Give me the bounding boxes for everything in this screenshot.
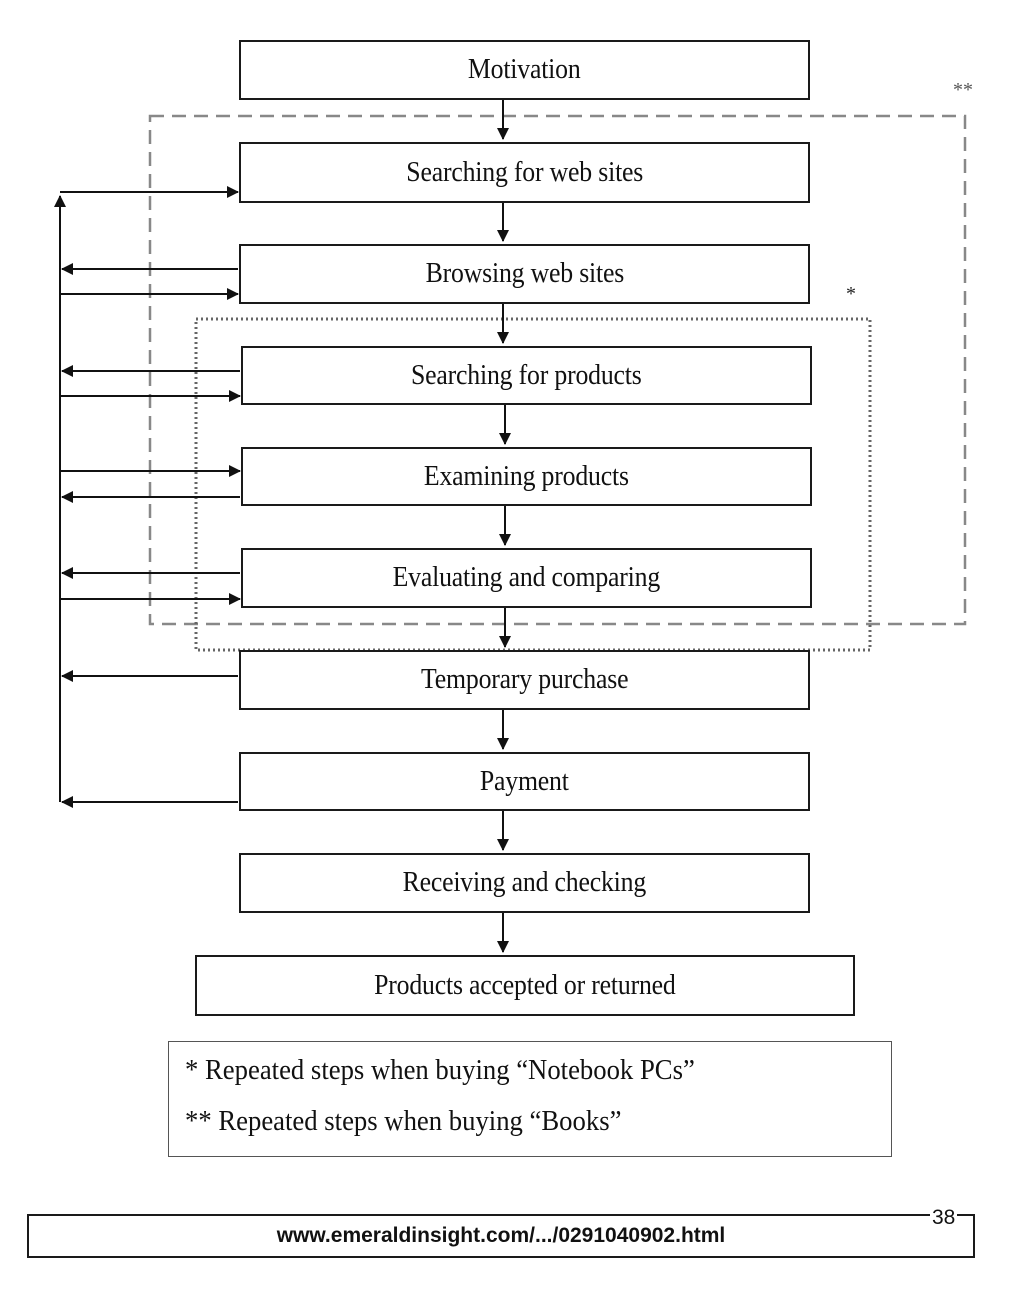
step-temporary-purchase: Temporary purchase bbox=[239, 650, 810, 710]
step-searching-products: Searching for products bbox=[241, 346, 812, 405]
page-number: 38 bbox=[930, 1206, 958, 1230]
step-searching-web-sites: Searching for web sites bbox=[239, 142, 810, 203]
step-receiving-checking: Receiving and checking bbox=[239, 853, 810, 913]
step-label: Temporary purchase bbox=[420, 664, 629, 695]
source-url[interactable]: www.emeraldinsight.com/.../0291040902.ht… bbox=[276, 1224, 726, 1247]
step-examining-products: Examining products bbox=[241, 447, 812, 506]
step-label: Searching for products bbox=[411, 359, 642, 391]
step-label: Motivation bbox=[468, 54, 581, 85]
step-label: Examining products bbox=[424, 460, 629, 492]
step-motivation: Motivation bbox=[239, 40, 810, 100]
legend-books-text: ** Repeated steps when buying “Books” bbox=[185, 1105, 622, 1137]
step-label: Payment bbox=[480, 765, 569, 797]
legend-notebook-row: * Repeated steps when buying “Notebook P… bbox=[185, 1054, 739, 1087]
legend-notebook-text: * Repeated steps when buying “Notebook P… bbox=[185, 1054, 695, 1086]
notebook-region-marker: * bbox=[846, 283, 856, 305]
feedback-loop bbox=[54, 186, 241, 808]
source-footer: www.emeraldinsight.com/.../0291040902.ht… bbox=[27, 1214, 975, 1258]
step-label: Searching for web sites bbox=[406, 156, 643, 188]
step-label: Evaluating and comparing bbox=[392, 562, 661, 593]
step-payment: Payment bbox=[239, 752, 810, 811]
books-region-marker: ** bbox=[953, 79, 973, 101]
step-label: Receiving and checking bbox=[402, 867, 647, 898]
legend-box: * Repeated steps when buying “Notebook P… bbox=[168, 1041, 892, 1157]
legend-books-row: ** Repeated steps when buying “Books” bbox=[185, 1105, 659, 1138]
step-evaluating-comparing: Evaluating and comparing bbox=[241, 548, 812, 608]
step-label: Products accepted or returned bbox=[374, 969, 676, 1001]
step-products-accepted-returned: Products accepted or returned bbox=[195, 955, 855, 1016]
step-arrows bbox=[497, 100, 511, 953]
step-browsing-web-sites: Browsing web sites bbox=[239, 244, 810, 304]
step-label: Browsing web sites bbox=[425, 258, 624, 289]
books-repeat-region bbox=[148, 114, 967, 626]
